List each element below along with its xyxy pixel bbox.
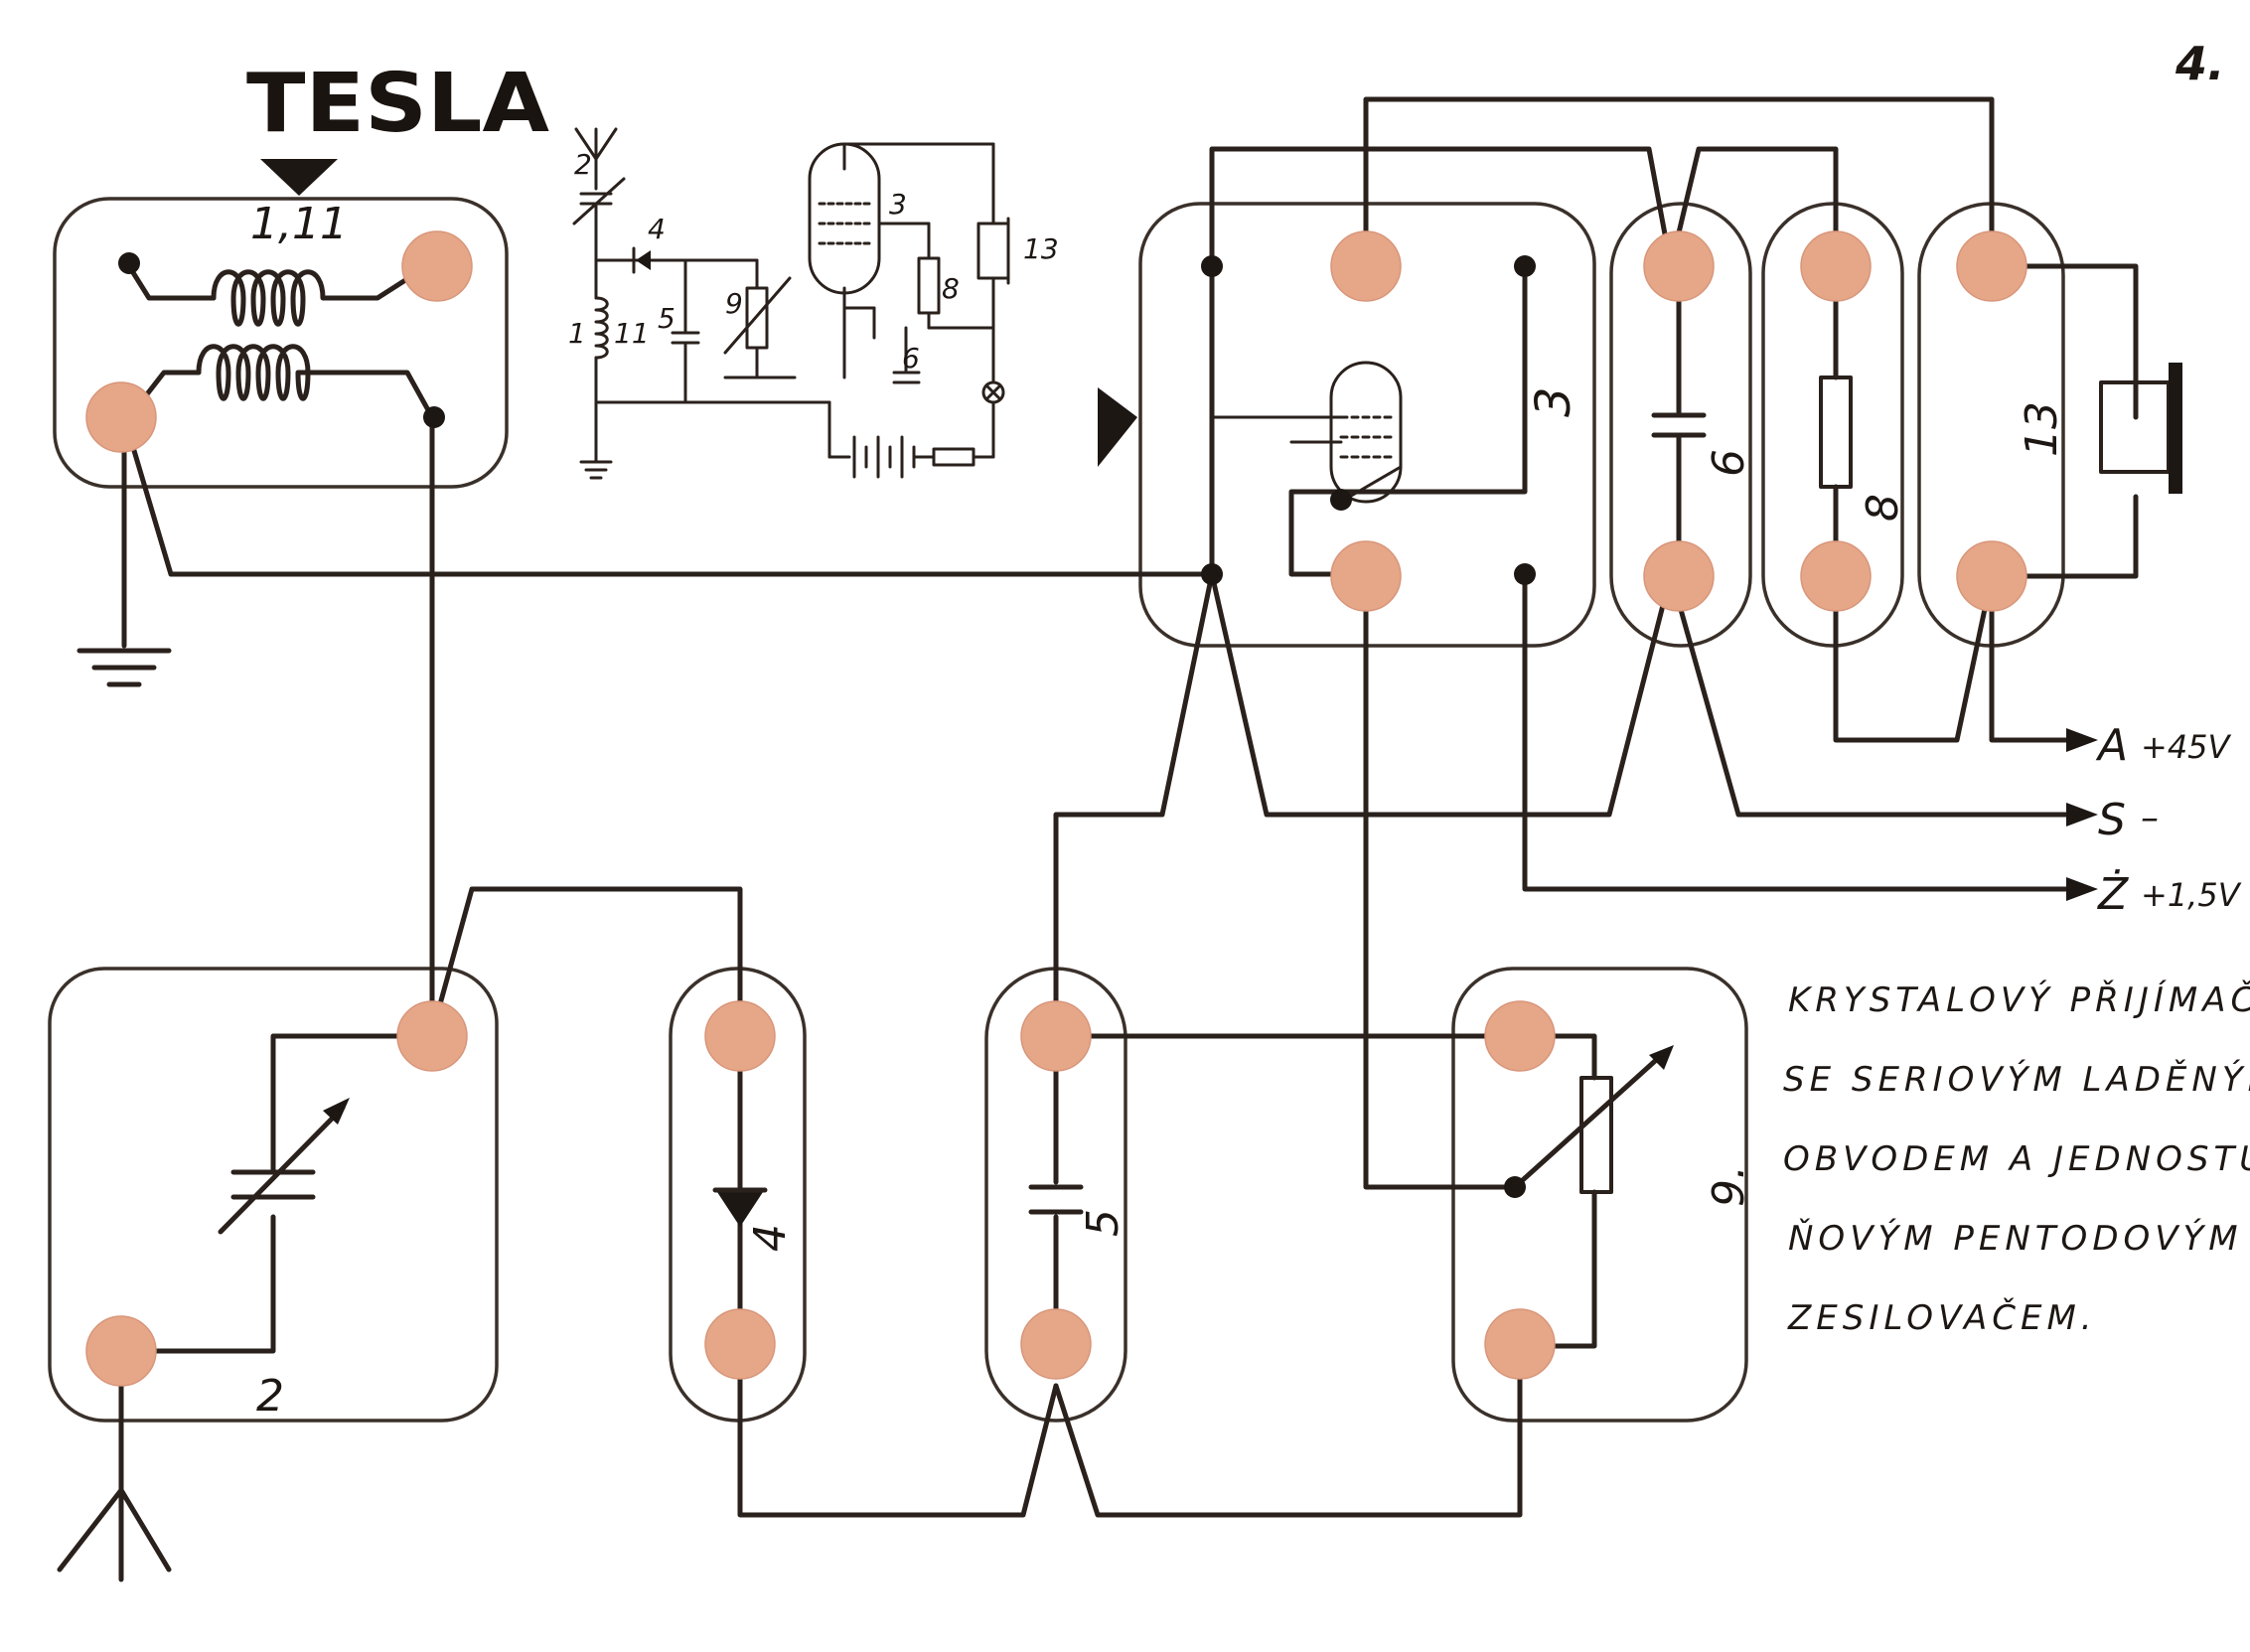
schem-label-pot: 9 [725, 287, 743, 320]
label-cap6: 6 [1704, 449, 1754, 477]
caption-line-5: ZESILOVAČEM. [1787, 1297, 2097, 1338]
logo-arrow-icon [260, 159, 338, 196]
schem-label-phones: 13 [1023, 232, 1059, 265]
supply-s-letter: S [2098, 795, 2126, 845]
board-marker-arrow-icon [1098, 387, 1137, 467]
board-cap6 [1609, 202, 1752, 648]
ground-icon [76, 648, 172, 687]
label-pot: 9. [1704, 1165, 1754, 1207]
schem-label-d4: 4 [648, 213, 666, 245]
capacitor-5-icon [1028, 1184, 1084, 1215]
schem-label-tube: 3 [889, 188, 907, 221]
supply-s-value: – [2141, 798, 2159, 838]
schem-label-r8: 8 [942, 272, 960, 305]
schem-label-c6: 6 [902, 342, 920, 375]
label-cap5: 5 [1078, 1209, 1128, 1237]
headphones-icon [2099, 363, 2182, 494]
solder-pads [85, 230, 2027, 1387]
antenna-icon [57, 1487, 172, 1573]
board-cap2 [48, 967, 499, 1423]
schem-label-c5: 5 [658, 302, 675, 335]
board-pot [1451, 967, 1748, 1423]
board-coil [53, 197, 509, 489]
component-labels: 1,11 2 3 4 5 6 8 9. 13 [250, 199, 2067, 1422]
label-diode: 4 [745, 1224, 796, 1252]
page-number: 4. [2175, 37, 2224, 90]
coil-icon [126, 263, 435, 420]
label-phones: 13 [2017, 401, 2067, 457]
label-tube: 3 [1526, 386, 1581, 417]
capacitor-6-icon [1651, 412, 1707, 438]
supply-a-value: +45V [2141, 728, 2232, 766]
schematic-inset: 2 4 1 11 5 9 3 8 6 13 [568, 127, 1059, 480]
diode-icon [712, 1187, 768, 1227]
arrow-s-icon [2066, 803, 2098, 826]
caption-line-3: OBVODEM A JEDNOSTUP- [1783, 1139, 2250, 1179]
label-cap2: 2 [256, 1371, 284, 1422]
caption-line-2: SE SERIOVÝM LADĚNÝM [1783, 1059, 2250, 1100]
supply-outputs: A +45V S – Ż +1,5V [2066, 720, 2242, 920]
arrow-z-icon [2066, 877, 2098, 901]
wiring [118, 96, 2139, 1582]
resistor-icon [1819, 375, 1853, 489]
caption: KRYSTALOVÝ PŘIJÍMAČ SE SERIOVÝM LADĚNÝM … [1783, 979, 2250, 1338]
supply-z-letter: Ż [2097, 868, 2129, 920]
supply-z-value: +1,5V [2141, 876, 2242, 914]
schem-label-coil2: 11 [614, 317, 650, 350]
junction-dots [118, 252, 1536, 1198]
label-res8: 8 [1858, 494, 1908, 522]
label-coil: 1,11 [250, 199, 348, 249]
board-res8 [1761, 202, 1904, 648]
arrow-a-icon [2066, 728, 2098, 752]
supply-a-letter: A [2095, 720, 2128, 771]
caption-line-1: KRYSTALOVÝ PŘIJÍMAČ [1788, 979, 2250, 1020]
potentiometer-icon [1512, 1045, 1674, 1194]
schem-label-coil: 1 [568, 317, 586, 350]
variable-capacitor-icon [218, 1098, 350, 1235]
pentode-tube-icon [1210, 361, 1403, 504]
tesla-logo: TESLA [246, 57, 550, 196]
tesla-logo-text: TESLA [246, 57, 550, 151]
schem-label-c2: 2 [574, 148, 592, 181]
caption-line-4: ŇOVÝM PENTODOVÝM [1788, 1218, 2243, 1259]
